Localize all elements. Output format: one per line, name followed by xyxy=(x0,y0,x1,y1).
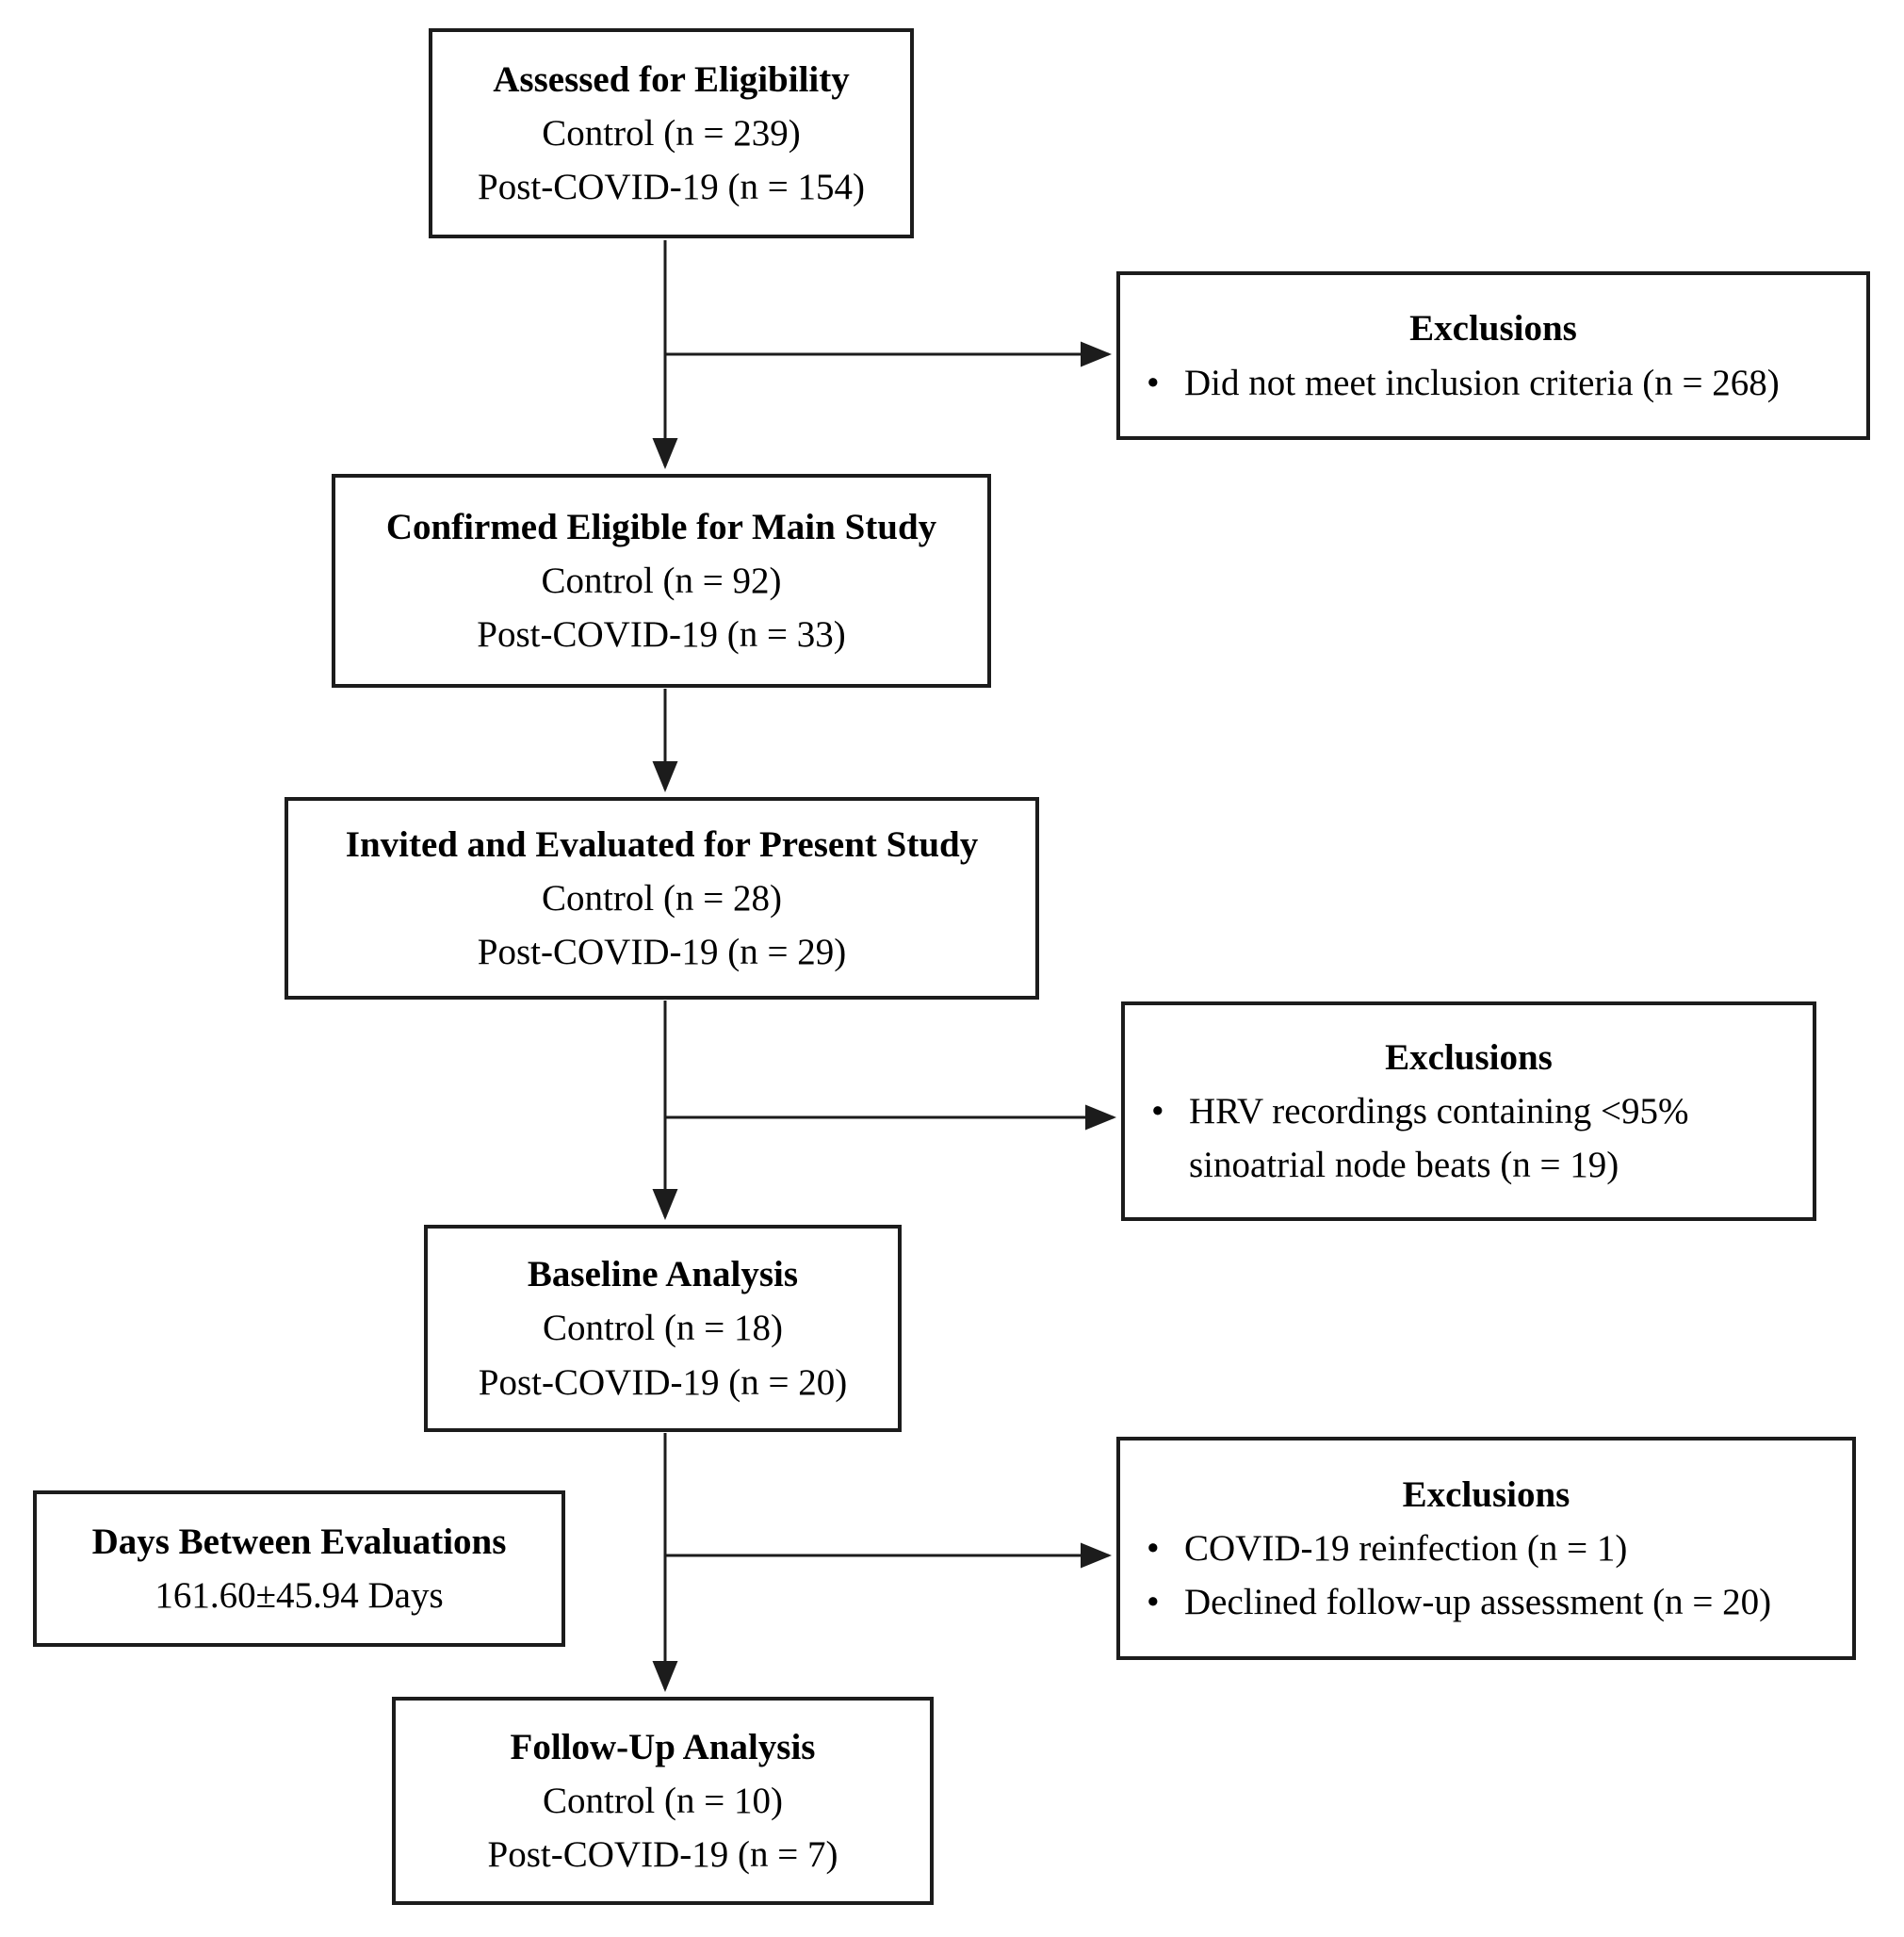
bullet-dot: • xyxy=(1147,362,1160,403)
box-line-post-covid: Post-COVID-19 (n = 7) xyxy=(487,1834,838,1876)
box-title: Exclusions xyxy=(1409,308,1577,350)
box-line-control: Control (n = 92) xyxy=(541,560,782,601)
bullet-item: • COVID-19 reinfection (n = 1) xyxy=(1147,1522,1830,1575)
box-line-control: Control (n = 28) xyxy=(542,877,782,919)
bullet-list: • HRV recordings containing <95% sinoatr… xyxy=(1125,1084,1813,1193)
bullet-item: • Declined follow-up assessment (n = 20) xyxy=(1147,1575,1830,1629)
box-line-control: Control (n = 10) xyxy=(543,1780,783,1821)
box-title: Confirmed Eligible for Main Study xyxy=(385,506,937,547)
box-title: Exclusions xyxy=(1385,1036,1553,1078)
box-title: Exclusions xyxy=(1402,1473,1570,1515)
box-followup-analysis: Follow-Up Analysis Control (n = 10) Post… xyxy=(392,1697,934,1905)
bullet-text: COVID-19 reinfection (n = 1) xyxy=(1184,1527,1628,1569)
box-line-post-covid: Post-COVID-19 (n = 29) xyxy=(477,932,847,973)
bullet-text: Declined follow-up assessment (n = 20) xyxy=(1184,1582,1772,1623)
bullet-list: • COVID-19 reinfection (n = 1) • Decline… xyxy=(1120,1522,1852,1630)
bullet-dot: • xyxy=(1147,1582,1160,1623)
bullet-list: • Did not meet inclusion criteria (n = 2… xyxy=(1120,356,1866,410)
box-title: Baseline Analysis xyxy=(527,1254,799,1294)
bullet-item: • Did not meet inclusion criteria (n = 2… xyxy=(1147,356,1844,410)
box-exclusions-3: Exclusions • COVID-19 reinfection (n = 1… xyxy=(1116,1437,1856,1660)
box-exclusions-2: Exclusions • HRV recordings containing <… xyxy=(1121,1001,1816,1221)
box-line-post-covid: Post-COVID-19 (n = 154) xyxy=(478,167,865,208)
box-days-between-evaluations: Days Between Evaluations 161.60±45.94 Da… xyxy=(33,1490,565,1647)
box-title: Assessed for Eligibility xyxy=(493,58,850,100)
bullet-item: • HRV recordings containing <95% sinoatr… xyxy=(1151,1084,1790,1193)
box-title: Days Between Evaluations xyxy=(91,1521,507,1562)
bullet-text: HRV recordings containing <95% sinoatria… xyxy=(1189,1090,1689,1186)
bullet-dot: • xyxy=(1147,1527,1160,1569)
box-baseline-analysis: Baseline Analysis Control (n = 18) Post-… xyxy=(424,1225,902,1432)
box-invited-evaluated: Invited and Evaluated for Present Study … xyxy=(285,797,1039,1000)
box-line-post-covid: Post-COVID-19 (n = 20) xyxy=(478,1361,848,1403)
box-confirmed-eligible: Confirmed Eligible for Main Study Contro… xyxy=(332,474,991,688)
box-exclusions-1: Exclusions • Did not meet inclusion crit… xyxy=(1116,271,1870,440)
box-line-control: Control (n = 18) xyxy=(543,1308,783,1349)
bullet-text: Did not meet inclusion criteria (n = 268… xyxy=(1184,362,1780,403)
box-assessed-for-eligibility: Assessed for Eligibility Control (n = 23… xyxy=(429,28,914,238)
box-line-control: Control (n = 239) xyxy=(542,112,801,154)
bullet-dot: • xyxy=(1151,1090,1164,1131)
box-line-days-value: 161.60±45.94 Days xyxy=(155,1575,444,1616)
box-title: Invited and Evaluated for Present Study xyxy=(345,823,979,865)
box-title: Follow-Up Analysis xyxy=(510,1726,816,1767)
box-line-post-covid: Post-COVID-19 (n = 33) xyxy=(477,614,846,656)
